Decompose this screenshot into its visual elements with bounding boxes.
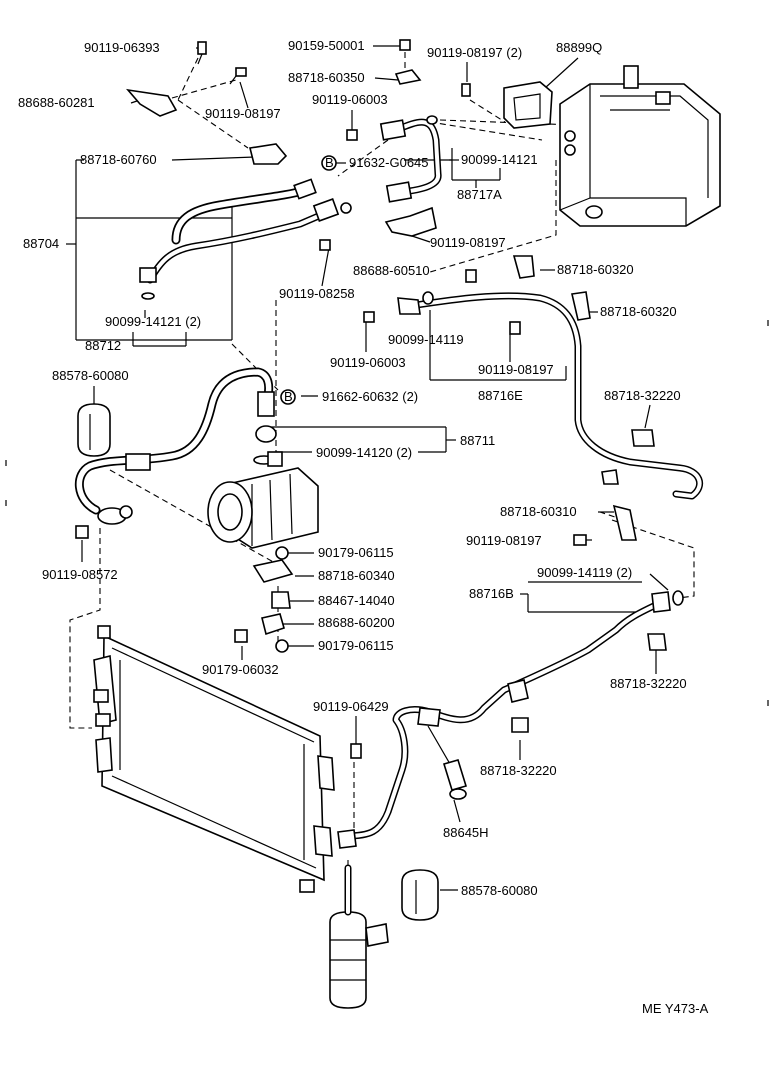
- bolt-90119-08258: [319, 239, 331, 251]
- bracket-88718-60340: [252, 559, 294, 583]
- bolt-90119-08197-c: [509, 321, 521, 335]
- clamp-88718-60320-a: [512, 255, 535, 279]
- label-88716e: 88716E: [478, 388, 523, 403]
- bracket-88688-60510: [384, 206, 437, 237]
- label-90099-14121-2: 90099-14121 (2): [105, 314, 201, 329]
- part-labels: 90119-06393 88688-60281 90119-08197 9015…: [18, 38, 709, 1016]
- clamp-88718-60760: [249, 143, 288, 165]
- bolt-90119-06393: [197, 41, 207, 65]
- label-88467-14040: 88467-14040: [318, 593, 395, 608]
- parts: B B: [74, 39, 721, 1009]
- label-88718-32220-b: 88718-32220: [610, 676, 687, 691]
- label-90119-06429: 90119-06429: [313, 699, 389, 714]
- bracket-88688-60200: [261, 613, 285, 636]
- clamp-88718-32220-c: [511, 717, 529, 733]
- insulator-88578-60080-a: [77, 403, 111, 457]
- label-88704: 88704: [23, 236, 59, 251]
- label-88718-60350: 88718-60350: [288, 70, 365, 85]
- pressure-switch-88645h: [427, 725, 468, 800]
- label-88718-60340: 88718-60340: [318, 568, 395, 583]
- label-90119-08197-c: 90119-08197: [478, 362, 554, 377]
- label-90119-08197-d: 90119-08197: [466, 533, 542, 548]
- bolt-90119-06429: [350, 743, 362, 759]
- label-88718-60760: 88718-60760: [80, 152, 157, 167]
- label-90119-06003-b: 90119-06003: [330, 355, 406, 370]
- label-90119-08572: 90119-08572: [42, 567, 118, 582]
- label-90179-06115-a: 90179-06115: [318, 545, 394, 560]
- label-88718-32220-c: 88718-32220: [480, 763, 557, 778]
- insulator-88578-60080-b: [401, 869, 439, 921]
- label-88645h: 88645H: [443, 825, 489, 840]
- bolt-90119-08197-d: [573, 534, 587, 546]
- bolt-90119-06003-a: [346, 129, 358, 141]
- label-90119-06003-a: 90119-06003: [312, 92, 388, 107]
- seal-88899q: [503, 81, 553, 129]
- clamp-88718-60310: [612, 504, 637, 541]
- label-88712: 88712: [85, 338, 121, 353]
- clamp-88718-32220-b: [647, 633, 667, 651]
- clamp-88718-60320-b: [571, 291, 591, 321]
- label-90099-14120-2: 90099-14120 (2): [316, 445, 412, 460]
- label-88718-60320-b: 88718-60320: [600, 304, 677, 319]
- label-90099-14119-2: 90099-14119 (2): [537, 565, 632, 580]
- footer-code: ME Y473-A: [642, 1001, 709, 1016]
- hose-88711: B B: [74, 155, 337, 525]
- bracket-88688-60281: [125, 88, 178, 117]
- label-88578-60080-a: 88578-60080: [52, 368, 129, 383]
- bolt-90119-06003-b: [363, 311, 375, 323]
- condenser: [93, 625, 335, 893]
- tube-88716e: [397, 291, 704, 500]
- compressor: [207, 451, 319, 549]
- b-callout-symbol: B: [284, 389, 293, 404]
- clamp-88718-32220-a: [631, 429, 655, 447]
- label-88716b: 88716B: [469, 586, 514, 601]
- evaporator-unit: [559, 65, 721, 227]
- label-88711: 88711: [460, 433, 495, 448]
- label-88578-60080-b: 88578-60080: [461, 883, 538, 898]
- collar-90179-06032: [234, 629, 248, 643]
- label-90119-08197-2: 90119-08197 (2): [427, 45, 522, 60]
- hose-88704: [139, 178, 352, 300]
- label-90119-08197-a: 90119-08197: [205, 106, 281, 121]
- label-90179-06032: 90179-06032: [202, 662, 279, 677]
- label-91662-60632-2: 91662-60632 (2): [322, 389, 418, 404]
- bolt-90119-08197-b: [465, 269, 477, 283]
- label-88717a: 88717A: [457, 187, 502, 202]
- bolt-90159-50001: [399, 39, 411, 51]
- label-88688-60281: 88688-60281: [18, 95, 95, 110]
- dashed-assembly-lines: [69, 52, 695, 918]
- cushion-88467-14040: [271, 591, 291, 609]
- label-90099-14121: 90099-14121: [461, 152, 538, 167]
- b-callout-symbol-top: B: [325, 155, 334, 170]
- label-90119-08197-b: 90119-08197: [430, 235, 506, 250]
- label-88718-60310: 88718-60310: [500, 504, 577, 519]
- label-88899q: 88899Q: [556, 40, 602, 55]
- label-90119-08258: 90119-08258: [279, 286, 355, 301]
- label-91632-g0645: 91632-G0645: [349, 155, 429, 170]
- label-90159-50001: 90159-50001: [288, 38, 365, 53]
- label-88718-32220-a: 88718-32220: [604, 388, 681, 403]
- tube-88717a: [379, 115, 442, 203]
- label-90099-14119: 90099-14119: [388, 332, 464, 347]
- nut-90179-06115-b: [275, 639, 289, 653]
- bolt-90119-08197-a: [229, 67, 247, 85]
- bolt-90119-08197-2: [461, 83, 471, 97]
- receiver-dryer: [329, 864, 389, 1009]
- leader-lines: [66, 45, 669, 891]
- tube-88716b: [337, 590, 684, 849]
- label-88688-60510: 88688-60510: [353, 263, 430, 278]
- label-90119-06393: 90119-06393: [84, 40, 160, 55]
- clamp-88718-60350: [394, 69, 422, 85]
- label-88688-60200: 88688-60200: [318, 615, 395, 630]
- label-90179-06115-b: 90179-06115: [318, 638, 394, 653]
- label-88718-60320-a: 88718-60320: [557, 262, 634, 277]
- crop-marks: [5, 320, 769, 706]
- nut-90179-06115-a: [275, 546, 289, 560]
- bolt-90119-08572: [75, 525, 89, 539]
